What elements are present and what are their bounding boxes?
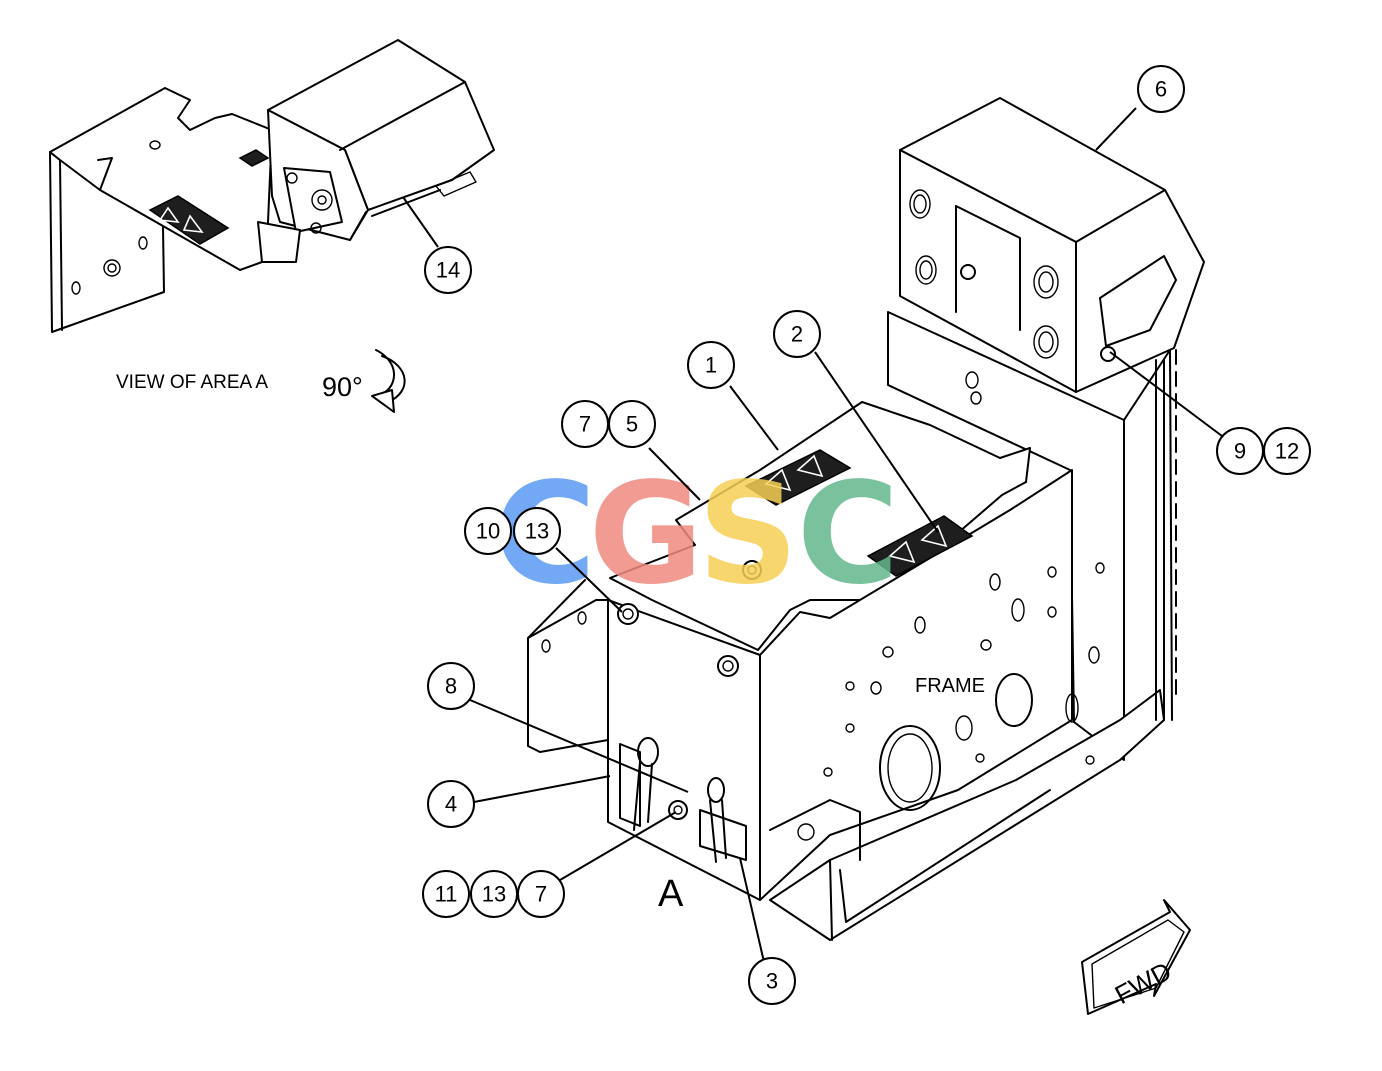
callout-5: 5 <box>608 400 656 448</box>
decal-item-1 <box>744 449 852 506</box>
frame-label: FRAME <box>915 675 985 697</box>
callout-7-bottom-label: 7 <box>535 882 547 907</box>
callout-5-label: 5 <box>626 412 638 437</box>
callout-9: 10 <box>464 507 512 555</box>
callout-2: 2 <box>773 310 821 358</box>
callout-10-label: 9 <box>1234 439 1246 464</box>
callout-2-label: 2 <box>791 322 803 347</box>
decal-item-2 <box>866 515 974 577</box>
rotation-label: 90° <box>322 372 363 402</box>
junction-box-item-6 <box>899 97 1205 721</box>
watermark-letter: G <box>589 453 704 616</box>
callout-8-label: 8 <box>445 674 457 699</box>
callout-10: 9 <box>1216 427 1264 475</box>
callout-1: 1 <box>687 341 735 389</box>
callout-14-label: 14 <box>436 258 460 283</box>
callout-3-label: 3 <box>766 969 778 994</box>
leader-lines <box>402 107 1223 963</box>
callout-4: 4 <box>427 780 475 828</box>
watermark-letter: C <box>797 453 900 616</box>
rotation-arrow-icon <box>371 349 406 413</box>
callout-4-label: 4 <box>445 792 457 817</box>
area-label: A <box>658 873 684 915</box>
callout-11: 11 <box>422 870 470 918</box>
callout-13-top-label: 13 <box>525 519 549 544</box>
callout-11-label: 11 <box>435 882 458 907</box>
callout-13-bottom: 13 <box>470 870 518 918</box>
detail-decal <box>148 149 270 245</box>
callout-7-top: 7 <box>561 400 609 448</box>
callout-3: 3 <box>748 957 796 1005</box>
callout-6: 6 <box>1137 65 1185 113</box>
detail-view-area-a <box>49 39 495 333</box>
callout-1-label: 1 <box>705 353 717 378</box>
callout-9-label: 10 <box>476 519 500 544</box>
callout-12-label: 12 <box>1275 439 1299 464</box>
watermark-letter: S <box>698 453 799 616</box>
main-assembly <box>527 311 1173 941</box>
callout-7-bottom: 7 <box>517 870 565 918</box>
callout-12: 12 <box>1263 427 1311 475</box>
forward-arrow-icon: FWD <box>1081 899 1191 1015</box>
callout-13-bottom-label: 13 <box>482 882 506 907</box>
callout-13-top: 13 <box>513 507 561 555</box>
callout-7-top-label: 7 <box>579 412 591 437</box>
callout-6-label: 6 <box>1155 77 1167 102</box>
callout-14: 14 <box>424 246 472 294</box>
callout-8: 8 <box>427 662 475 710</box>
view-label: VIEW OF AREA A <box>116 372 268 393</box>
